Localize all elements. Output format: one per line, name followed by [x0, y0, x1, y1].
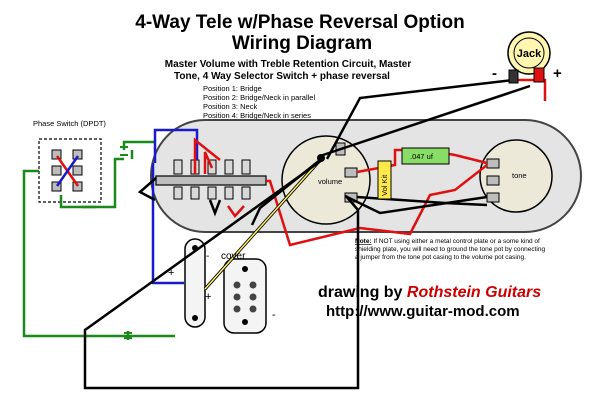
jack-plus-sign: +	[553, 65, 562, 82]
credit-prefix: drawing by	[318, 284, 407, 301]
neck-pickup	[184, 238, 206, 328]
volume-ground-junction	[317, 154, 325, 162]
position-3: Position 3: Neck	[203, 102, 257, 111]
green-connectors	[120, 146, 132, 339]
jack-label: Jack	[517, 48, 542, 60]
volume-label: volume	[318, 177, 342, 186]
vol-kit-label: Vol Kit	[380, 174, 389, 196]
tone-label: tone	[512, 171, 527, 180]
bridge-plus-label: +	[205, 291, 211, 303]
cover-label: cover	[221, 251, 246, 262]
credit-line: drawing by Rothstein Guitars	[318, 284, 541, 301]
black-wires	[83, 78, 531, 390]
credit-url: http://www.guitar-mod.com	[326, 303, 520, 320]
neck-minus-label: -	[206, 251, 209, 262]
tone-capacitor: .047 uf	[401, 147, 450, 165]
blue-wires	[151, 128, 199, 285]
position-1: Position 1: Bridge	[203, 84, 262, 93]
diagram-title-line2: Wiring Diagram	[232, 33, 372, 54]
phase-switch-label: Phase Switch (DPDT)	[33, 119, 106, 128]
position-4: Position 4: Bridge/Neck in series	[203, 111, 311, 120]
yellow-wire	[203, 156, 324, 291]
diagram-title-line1: 4-Way Tele w/Phase Reversal Option	[135, 12, 464, 33]
note-line3: a jumper from the tone pot casing to the…	[355, 254, 526, 261]
subtitle-line1: Master Volume with Treble Retention Circ…	[165, 59, 412, 70]
position-list: Position 1: Bridge Position 2: Bridge/Ne…	[203, 84, 315, 120]
note-heading: Note:	[355, 238, 372, 245]
vol-kit: Vol Kit	[377, 160, 392, 200]
credit-brand: Rothstein Guitars	[407, 284, 541, 301]
jack-minus-sign: -	[492, 65, 497, 82]
bridge-minus-label: -	[272, 309, 276, 321]
note-line1: If NOT using either a metal control plat…	[372, 238, 540, 245]
note-line2: shielding plate, you will need to ground…	[355, 246, 545, 253]
grounding-note: Note: If NOT using either a metal contro…	[355, 238, 545, 261]
output-jack: Jack	[507, 31, 551, 84]
position-2: Position 2: Bridge/Neck in parallel	[203, 93, 315, 102]
subtitle-line2: Tone, 4 Way Selector Switch + phase reve…	[174, 71, 390, 82]
capacitor-label: .047 uf	[410, 152, 434, 161]
neck-plus-label: +	[168, 267, 174, 279]
svg-text:Note: If NOT using either a me: Note: If NOT using either a metal contro…	[355, 238, 540, 245]
phase-switch	[38, 138, 102, 203]
bridge-pickup	[223, 258, 267, 334]
